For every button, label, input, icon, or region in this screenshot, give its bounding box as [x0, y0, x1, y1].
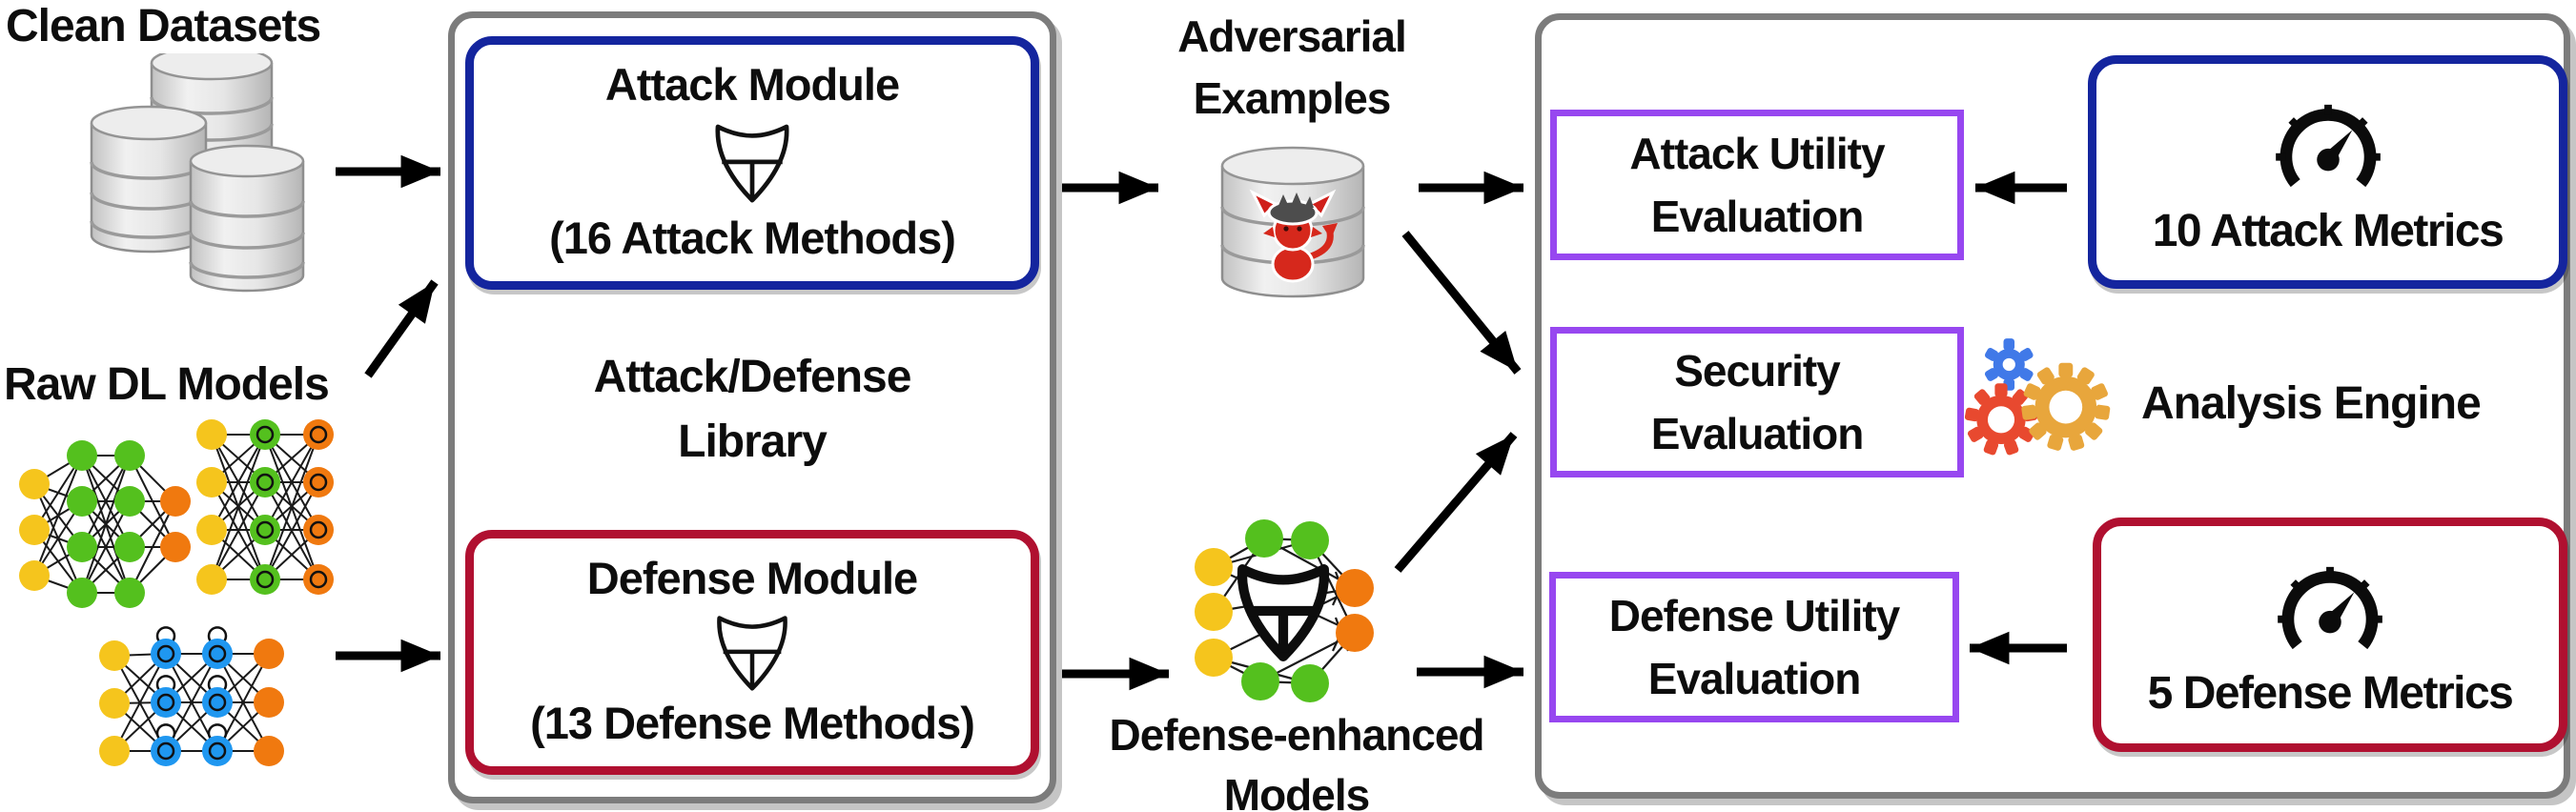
security-line1: Security: [1674, 345, 1841, 396]
adversarial-examples-label: Adversarial Examples: [1111, 6, 1473, 131]
shield-icon: [717, 615, 787, 691]
gauge-icon: [2278, 566, 2382, 650]
arrow-defense-enhanced-to-security: [1394, 432, 1518, 573]
neural-network-icon: [19, 419, 334, 766]
adversarial-examples-line1: Adversarial: [1177, 11, 1407, 61]
shield-network-icon: [1195, 519, 1374, 702]
shield-icon: [715, 124, 789, 203]
library-title-line2: Library: [678, 416, 828, 468]
gears-icon: [1964, 338, 2111, 456]
attack-metrics-box: 10 Attack Metrics: [2088, 55, 2567, 289]
shield-icon: [1237, 564, 1330, 662]
gear-blue: [1984, 338, 2034, 391]
attack-module-title: Attack Module: [604, 59, 900, 110]
adversarial-examples-line2: Examples: [1193, 73, 1392, 124]
library-title-line1: Attack/Defense: [593, 352, 912, 402]
attack-utility-line1: Attack Utility: [1629, 128, 1885, 178]
database-stack-icon: [90, 53, 305, 293]
attack-module-box: Attack Module (16 Attack Methods): [465, 36, 1039, 290]
arrow-models-to-attack-module: [364, 279, 439, 378]
defense-enhanced-label: Defense-enhanced Models: [1047, 705, 1546, 812]
defense-enhanced-line1: Defense-enhanced: [1109, 710, 1484, 760]
analysis-engine-label: Analysis Engine: [2141, 378, 2482, 429]
gauge-icon: [2275, 104, 2381, 188]
clean-datasets-label: Clean Datasets: [6, 1, 321, 51]
defense-utility-evaluation-box: Defense Utility Evaluation: [1549, 572, 1959, 722]
attack-module-subtitle: (16 Attack Methods): [549, 213, 956, 263]
defense-utility-line2: Evaluation: [1647, 654, 1862, 703]
defense-enhanced-line2: Models: [1223, 770, 1370, 812]
database-icon: [90, 105, 208, 254]
arrow-adversarial-to-security: [1401, 231, 1522, 375]
devil-database-icon: [1220, 146, 1365, 298]
library-title: Attack/Defense Library: [448, 345, 1056, 475]
devil-icon: [1249, 189, 1338, 283]
defense-module-subtitle: (13 Defense Methods): [530, 698, 975, 748]
security-line2: Evaluation: [1650, 409, 1865, 458]
defense-module-title: Defense Module: [586, 553, 918, 603]
defense-module-box: Defense Module (13 Defense Methods): [465, 530, 1039, 775]
security-evaluation-box: Security Evaluation: [1550, 327, 1964, 477]
defense-utility-line1: Defense Utility: [1608, 590, 1901, 640]
defense-metrics-label: 5 Defense Metrics: [2147, 668, 2514, 719]
attack-utility-evaluation-box: Attack Utility Evaluation: [1550, 110, 1964, 260]
attack-metrics-label: 10 Attack Metrics: [2152, 206, 2504, 256]
raw-dl-models-label: Raw DL Models: [4, 359, 330, 410]
attack-utility-line2: Evaluation: [1650, 192, 1865, 241]
gear-orange: [2021, 362, 2111, 451]
defense-metrics-box: 5 Defense Metrics: [2093, 518, 2567, 752]
database-icon: [189, 144, 305, 293]
